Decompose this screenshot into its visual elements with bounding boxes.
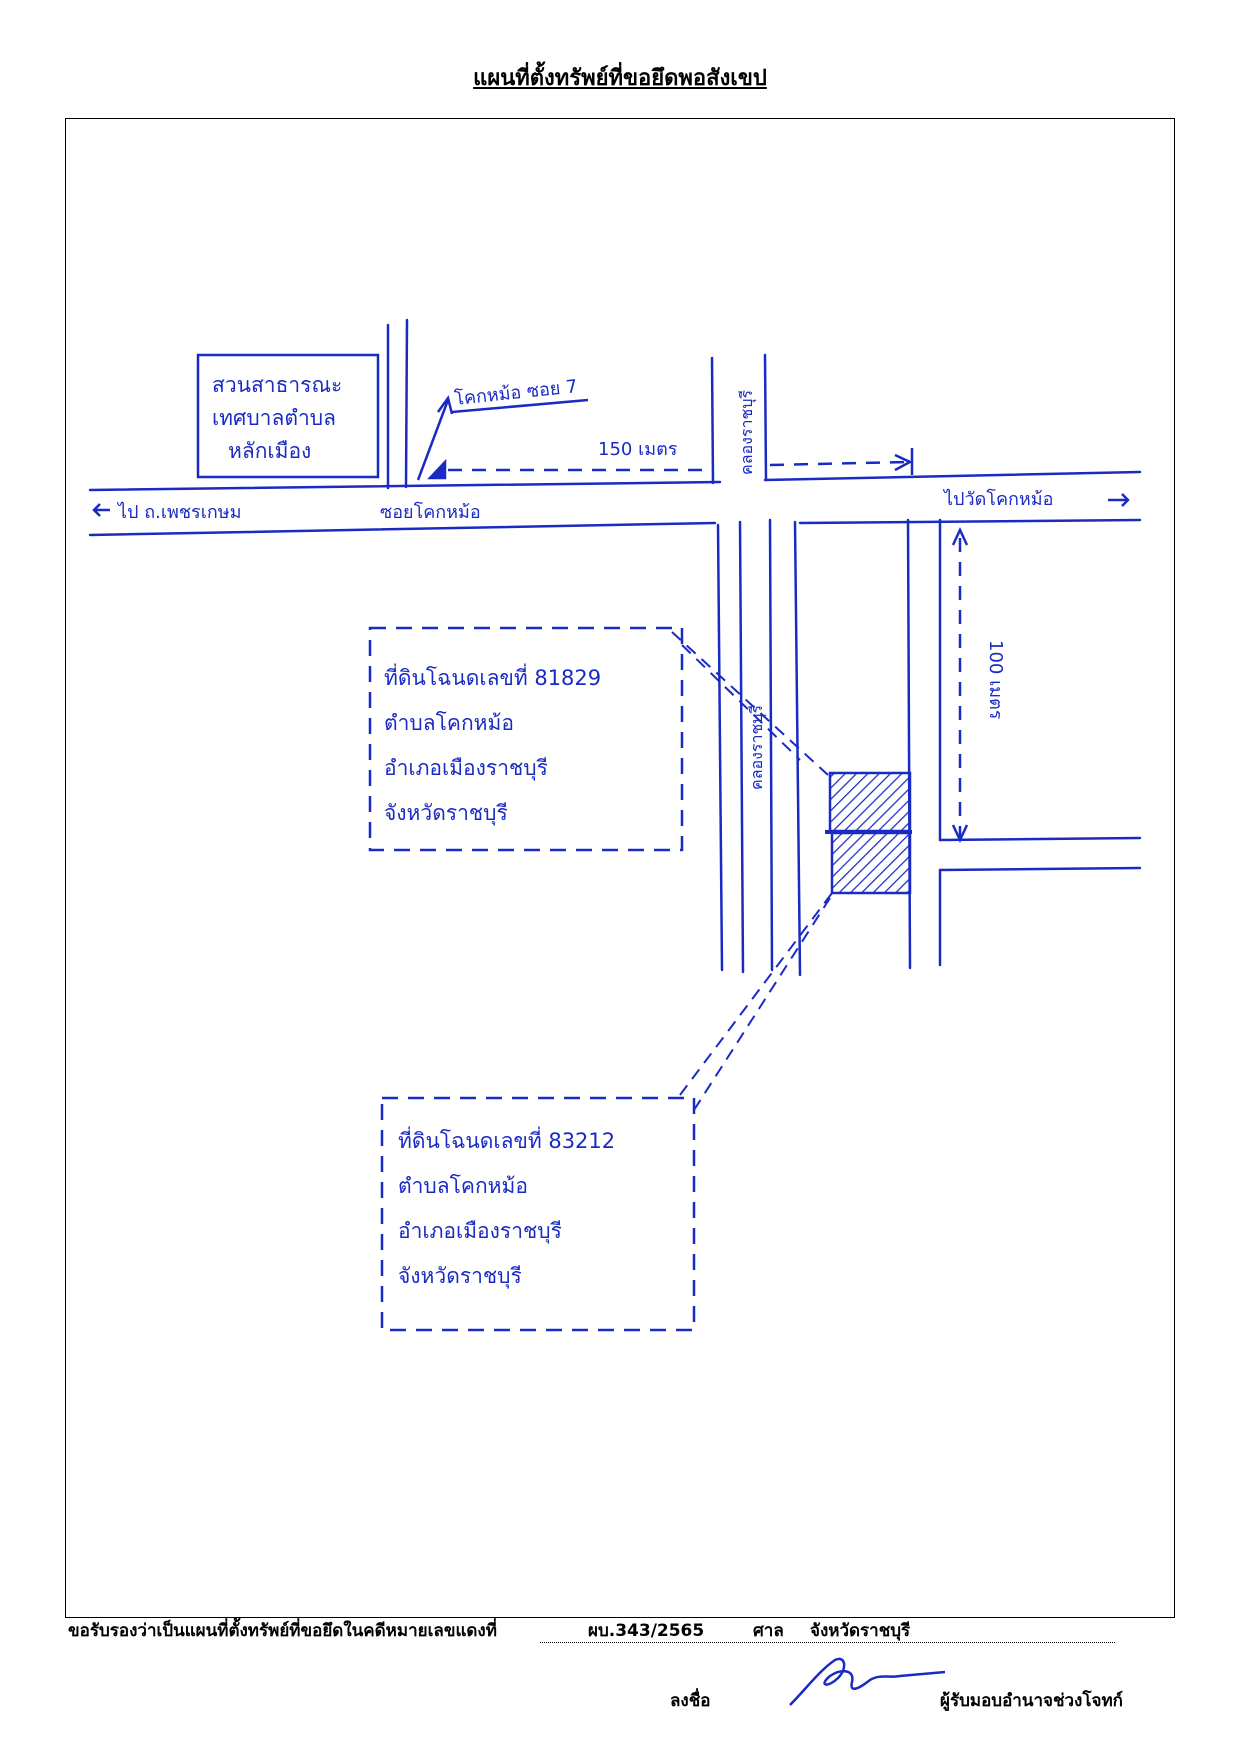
page-title: แผนที่ตั้งทรัพย์ที่ขอยึดพอสังเขป xyxy=(473,66,767,91)
parcel-b-line-3: อำเภอเมืองราชบุรี xyxy=(398,1219,562,1244)
parcel-a-line-1: ที่ดินโฉนดเลขที่ 81829 xyxy=(384,663,601,690)
distance-right-arrowhead-top xyxy=(951,527,969,546)
canal-lower-edge-d xyxy=(793,520,802,977)
top-road-notch xyxy=(427,458,447,480)
distance-top-label: 150 เมตร xyxy=(598,439,678,460)
parcel-a-line-2: ตำบลโคกหม้อ xyxy=(384,711,514,735)
parcel-b-line-2: ตำบลโคกหม้อ xyxy=(398,1174,528,1198)
canal-lower-edge-a xyxy=(716,523,724,972)
parcel-a-leader-2 xyxy=(681,644,801,761)
main-road-top-edge-right xyxy=(763,470,1142,482)
court-label: ศาล xyxy=(753,1621,784,1641)
canal-lower-edge-b xyxy=(738,520,745,974)
road-right-label: ไปวัดโคกหม้อ xyxy=(942,488,1053,510)
map-frame xyxy=(65,118,1175,1618)
building-box xyxy=(196,353,380,479)
main-road-bottom-edge-left xyxy=(88,521,717,537)
right-soi-edge-a xyxy=(906,518,912,970)
canal-top-edge-a xyxy=(710,356,715,485)
right-soi-branch-bottom xyxy=(938,866,1142,872)
parcel-b-hatched xyxy=(830,831,912,895)
canal-top-label: คลองราชบุรี xyxy=(737,389,757,475)
pointer-arrowhead xyxy=(436,395,454,415)
parcel-b-leader-1 xyxy=(679,892,833,1096)
distance-right-label: 100 เมตร xyxy=(985,640,1006,720)
canal-lower-edge-c xyxy=(768,518,774,972)
parcel-b-leader-2 xyxy=(693,897,831,1111)
road-left-arrow xyxy=(92,503,110,517)
road-right-arrow xyxy=(1108,493,1130,507)
pointer-label-underline xyxy=(451,398,589,414)
building-label-line-3: หลักเมือง xyxy=(228,439,311,463)
parcel-b-box xyxy=(380,1096,696,1332)
right-soi-branch-top xyxy=(938,836,1142,842)
side-road-left-edge-b xyxy=(404,318,409,489)
distance-right-arrowhead-bottom xyxy=(951,824,969,843)
canal-middle-label: คลองราชบุรี xyxy=(747,704,767,790)
parcel-b-line-1: ที่ดินโฉนดเลขที่ 83212 xyxy=(398,1126,615,1153)
parcel-a-line-3: อำเภอเมืองราชบุรี xyxy=(384,756,548,781)
case-number: ผบ.343/2565 xyxy=(588,1621,705,1641)
distance-top-line-2 xyxy=(769,460,909,467)
building-label-line-1: สวนสาธารณะ xyxy=(212,373,342,397)
pointer-label: โคกหม้อ ซอย 7 xyxy=(453,375,578,410)
parcel-a-box xyxy=(368,626,684,852)
main-road-bottom-edge-right xyxy=(798,518,1142,525)
road-middle-label: ซอยโคกหม้อ xyxy=(380,501,481,523)
certification-text: ขอรับรองว่าเป็นแผนที่ตั้งทรัพย์ที่ขอยึดใ… xyxy=(68,1621,497,1641)
parcel-a-line-4: จังหวัดราชบุรี xyxy=(384,801,508,826)
certification-dotted-line xyxy=(540,1642,1115,1643)
canal-top-edge-b xyxy=(763,353,768,482)
road-left-label: ไป ถ.เพชรเกษม xyxy=(116,501,242,523)
court-name: จังหวัดราชบุรี xyxy=(810,1621,911,1641)
parcel-a-leader-1 xyxy=(671,631,829,776)
signature-role: ผู้รับมอบอำนาจช่วงโจทก์ xyxy=(940,1691,1123,1711)
parcel-b-line-4: จังหวัดราชบุรี xyxy=(398,1264,522,1289)
building-label-line-2: เทศบาลตำบล xyxy=(212,406,336,430)
parcel-a-hatched xyxy=(828,771,912,833)
signature-label: ลงชื่อ xyxy=(670,1691,711,1711)
signature-scribble xyxy=(789,1657,946,1706)
pointer-arrow xyxy=(416,399,450,481)
distance-top-arrowhead xyxy=(894,453,913,472)
certification-line: ขอรับรองว่าเป็นแผนที่ตั้งทรัพย์ที่ขอยึดใ… xyxy=(68,1617,1118,1645)
